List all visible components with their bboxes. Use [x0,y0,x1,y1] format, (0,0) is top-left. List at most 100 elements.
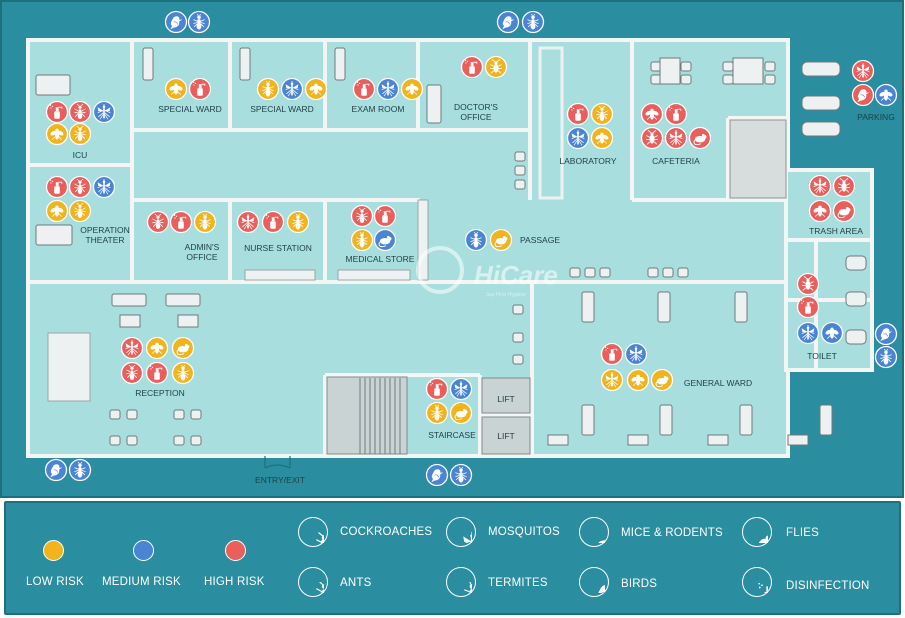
risk-marker-mosquitos-icon [92,100,116,124]
room-label-trash-area: TRASH AREA [809,226,863,236]
mice-rodents-icon [579,517,609,547]
risk-marker-flies-icon [874,83,898,107]
risk-marker-termites-icon [193,210,217,234]
general-ward-bed [819,404,833,436]
general-ward-bed [734,291,748,323]
room-label-nurse-station: NURSE STATION [244,243,312,253]
risk-marker-cockroaches-icon [796,272,820,296]
risk-marker-mosquitos-icon [236,210,260,234]
general-ward-bed [581,404,595,436]
waiting-chair [512,354,524,365]
passage-seat [584,267,596,278]
risk-marker-termites-icon [286,210,310,234]
risk-marker-disinfection-icon [664,102,688,126]
risk-marker-flies-icon [590,126,614,150]
risk-marker-disinfection-icon [600,342,624,366]
waiting-chair [512,332,524,343]
risk-marker-ants-icon [146,210,170,234]
risk-marker-termites-icon [449,463,473,487]
general-ward-bed [739,404,753,436]
passage-seat [514,165,526,176]
room-label-special-ward-1: SPECIAL WARD [158,104,222,114]
risk-marker-flies-icon [164,77,188,101]
risk-marker-disinfection-icon [373,204,397,228]
risk-marker-disinfection-icon [145,361,169,385]
risk-marker-termites-icon [68,458,92,482]
risk-marker-ants-icon [68,175,92,199]
passage-seat [647,267,659,278]
ants-icon [298,567,328,597]
room-label-laboratory: LABORATORY [559,156,616,166]
risk-marker-mice-rodents-icon [373,228,397,252]
risk-marker-termites-icon [256,77,280,101]
toilet-fixture [845,329,867,345]
reception-sofa [165,293,201,307]
mosquitos-icon [446,517,476,547]
cafeteria-chair [722,61,734,72]
store-shelf [417,199,429,281]
cafeteria-table [659,57,681,85]
general-ward-bed [659,404,673,436]
ot-table [35,224,73,246]
reception-chair [173,435,185,446]
low-risk-dot [43,540,64,561]
special-ward-1-bed [142,47,154,81]
room-label-exam-room: EXAM ROOM [352,104,405,114]
risk-marker-mice-rodents-icon [688,126,712,150]
logo-tagline: Say Hi to Hygiene [486,292,526,298]
risk-marker-mosquitos-icon [664,126,688,150]
reception-table [177,314,199,328]
risk-marker-disinfection-icon [261,210,285,234]
room-label-icu: ICU [73,150,88,160]
lift-box-1 [481,377,531,414]
cafeteria-chair [764,74,776,85]
risk-marker-cockroaches-icon [832,174,856,198]
cafeteria-chair [722,74,734,85]
risk-marker-termites-icon [187,10,211,34]
toilet-fixture [845,291,867,307]
room-label-toilet: TOILET [807,351,837,361]
room-label-special-ward-2: SPECIAL WARD [250,104,314,114]
risk-marker-cockroaches-icon [484,55,508,79]
risk-marker-disinfection-icon [566,102,590,126]
risk-marker-disinfection-icon [45,175,69,199]
high-risk-label: HIGH RISK [204,576,265,588]
cafeteria-table [732,57,764,85]
parked-car [801,95,841,111]
logo-wordmark: HiCare [474,260,558,290]
cafeteria-chair [680,74,692,85]
general-ward-bed [657,291,671,323]
toilet-fixture [845,255,867,271]
waiting-chair [512,304,524,315]
high-risk-dot [225,540,246,561]
risk-marker-birds-icon [874,322,898,346]
risk-marker-flies-icon [145,336,169,360]
kitchen-counter [729,119,787,199]
cafeteria-chair [680,61,692,72]
reception-desk [47,332,91,402]
special-ward-2-bed [239,47,251,81]
termites-icon [446,567,476,597]
risk-marker-mosquitos-icon [566,126,590,150]
risk-marker-disinfection-icon [460,55,484,79]
risk-marker-cockroaches-icon [640,126,664,150]
general-ward-side-table [547,434,569,446]
risk-marker-mice-rodents-icon [650,368,674,392]
flies-icon [742,517,772,547]
reception-chair [173,409,185,420]
mosquitos-label: MOSQUITOS [488,526,560,538]
risk-marker-flies-icon [304,77,328,101]
disinfection-label: DISINFECTION [786,580,870,592]
general-ward-side-table [627,434,649,446]
risk-marker-mosquitos-icon [120,336,144,360]
exam-bed [334,47,346,81]
risk-marker-flies-icon [45,122,69,146]
passage-seat [599,267,611,278]
passage-seat [514,179,526,190]
parked-car [801,121,841,137]
